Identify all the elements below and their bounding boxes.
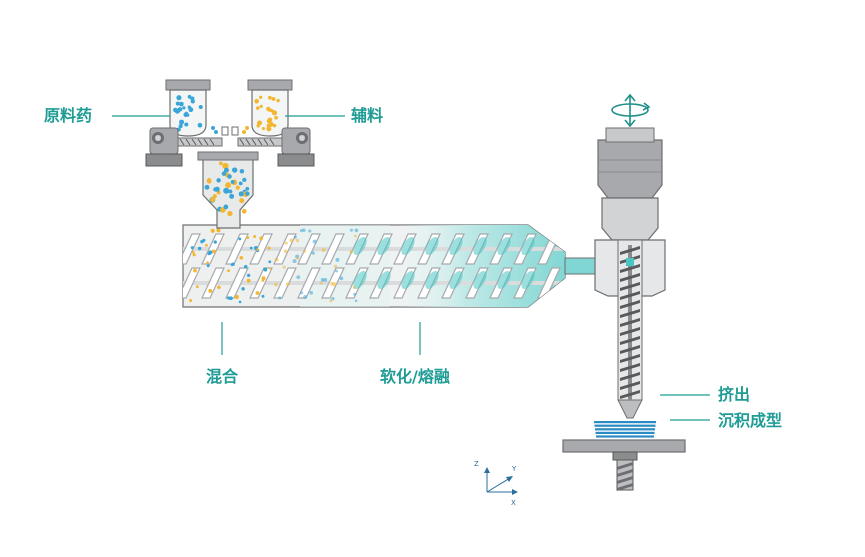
- axis-x-label: X: [511, 499, 516, 507]
- axis-indicator-icon: [484, 467, 518, 495]
- axis-z-label: Z: [474, 460, 479, 468]
- axis-y-label: Y: [512, 465, 517, 473]
- feed-funnel: [197, 151, 259, 229]
- print-head: [594, 127, 666, 419]
- build-plate: [562, 421, 686, 491]
- leader-lines: [112, 115, 710, 421]
- feeder-left: [145, 126, 223, 167]
- twin-screw: [183, 233, 563, 299]
- label-api: 原料药: [44, 106, 93, 125]
- label-excipient: 辅料: [351, 106, 384, 125]
- mixing-particles: [189, 228, 359, 304]
- label-extrusion: 挤出: [718, 385, 751, 404]
- feeder-right: [237, 126, 315, 167]
- rotation-arrow-icon: [611, 93, 651, 128]
- label-softening-melting: 软化/熔融: [380, 367, 450, 386]
- nozzle-screw: [620, 245, 640, 400]
- deposited-layers: [594, 421, 656, 438]
- api-hopper: [165, 79, 211, 137]
- label-deposition: 沉积成型: [718, 411, 783, 430]
- extruder-barrel: [182, 224, 611, 308]
- label-mixing: 混合: [206, 367, 239, 386]
- excipient-hopper: [247, 79, 293, 137]
